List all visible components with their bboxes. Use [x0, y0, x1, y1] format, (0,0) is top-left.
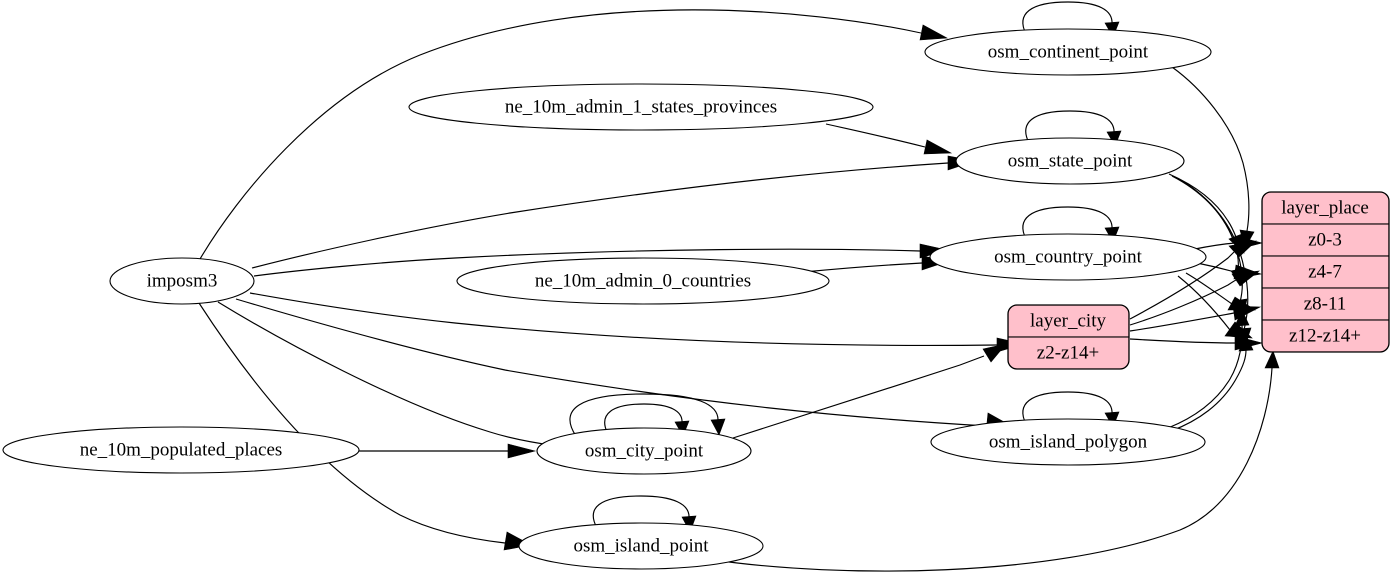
layer_city-row-z2-z14-cell[interactable]: [1008, 336, 1129, 369]
node-osm_island_polygon-label: osm_island_polygon: [989, 431, 1148, 452]
node-ne_10m_admin_0_countries-label: ne_10m_admin_0_countries: [535, 270, 751, 291]
edge-ne_10m_populated_places-to-osm_city_point: [359, 443, 537, 459]
layer_place-header-label: layer_place: [1281, 197, 1369, 218]
edge-layer: [198, 1, 1280, 572]
layer_place-header-cell[interactable]: [1262, 192, 1389, 225]
node-osm_island_polygon-shape[interactable]: [930, 418, 1206, 466]
layer_place-row-z12-z14-label: z12-z14+: [1289, 325, 1361, 346]
node-ne_10m_admin_0_countries[interactable]: ne_10m_admin_0_countries: [456, 257, 830, 305]
layer_city-outline: [1007, 304, 1130, 370]
edge-imposm3-to-osm_island_polygon: [235, 298, 1014, 434]
node-osm_island_point-label: osm_island_point: [573, 535, 709, 556]
node-osm_city_point-label: osm_city_point: [585, 440, 704, 461]
layer_city-header-label: layer_city: [1030, 310, 1106, 331]
node-ne_10m_populated_places-shape[interactable]: [2, 426, 360, 474]
node-layer: imposm3 ne_10m_admin_1_states_provinces …: [2, 28, 1390, 570]
node-ne_10m_populated_places[interactable]: ne_10m_populated_places: [2, 426, 360, 474]
edge-osm_state_point-to-layer_place-z0-3: [1168, 173, 1245, 254]
node-imposm3-label: imposm3: [147, 270, 218, 291]
node-osm_country_point-shape[interactable]: [929, 233, 1207, 281]
node-osm_city_point-shape[interactable]: [536, 427, 752, 475]
layer_place-row-z4-7-cell[interactable]: [1262, 255, 1389, 289]
edge-osm_continent_point-to-layer_place-z0-3: [1171, 66, 1255, 249]
edge-osm_island_polygon-to-layer_place-z8-11: [1167, 309, 1250, 429]
edge-layer_city-to-layer_place-z4-7: [1129, 270, 1261, 326]
layer_place-outline: [1261, 191, 1390, 353]
node-layer_place[interactable]: layer_place z0-3 z4-7 z8-11 z12-z14+: [1261, 191, 1390, 353]
node-ne_10m_admin_1_states_provinces-shape[interactable]: [408, 83, 874, 131]
node-osm_state_point[interactable]: osm_state_point: [955, 137, 1185, 185]
edge-ne_10m_admin_0_countries-to-osm_country_point: [803, 255, 950, 273]
node-ne_10m_admin_1_states_provinces-label: ne_10m_admin_1_states_provinces: [505, 96, 777, 117]
edge-ne_10m_admin_1_states_provinces-to-osm_state_point: [825, 123, 953, 155]
edge-osm_city_point-to-layer_city: [732, 343, 1007, 439]
layer_place-row-z0-3-label: z0-3: [1308, 229, 1342, 250]
node-osm_state_point-shape[interactable]: [955, 137, 1185, 185]
node-osm_island_point-shape[interactable]: [518, 522, 764, 570]
layer_place-row-z4-7-label: z4-7: [1308, 261, 1342, 282]
edge-imposm3-to-osm_continent_point: [199, 9, 949, 260]
node-ne_10m_admin_0_countries-shape[interactable]: [456, 257, 830, 305]
node-osm_city_point[interactable]: osm_city_point: [536, 427, 752, 475]
node-osm_continent_point-label: osm_continent_point: [988, 41, 1149, 62]
layer_place-row-z12-z14-cell[interactable]: [1262, 319, 1389, 352]
node-ne_10m_admin_1_states_provinces[interactable]: ne_10m_admin_1_states_provinces: [408, 83, 874, 131]
node-osm_country_point[interactable]: osm_country_point: [929, 233, 1207, 281]
edge-self-loop-osm_city_point-outer: [569, 393, 726, 437]
node-imposm3-shape[interactable]: [109, 257, 255, 305]
layer_place-row-z8-11-label: z8-11: [1304, 293, 1347, 314]
node-osm_continent_point-shape[interactable]: [924, 28, 1212, 76]
node-osm_state_point-label: osm_state_point: [1008, 150, 1133, 171]
edge-osm_island_point-to-layer_place-z12-z14: [713, 350, 1280, 572]
node-layer_city[interactable]: layer_city z2-z14+: [1007, 304, 1130, 370]
edge-osm_island_polygon-to-layer_place-z12-z14: [1170, 334, 1254, 432]
node-osm_continent_point[interactable]: osm_continent_point: [924, 28, 1212, 76]
node-osm_island_polygon[interactable]: osm_island_polygon: [930, 418, 1206, 466]
node-osm_country_point-label: osm_country_point: [994, 246, 1142, 267]
node-ne_10m_populated_places-label: ne_10m_populated_places: [80, 439, 283, 460]
edge-imposm3-to-osm_island_point: [198, 302, 532, 551]
layer_city-row-z2-z14-label: z2-z14+: [1037, 342, 1099, 363]
edge-layer_city-to-layer_place-z0-3: [1129, 240, 1257, 320]
node-imposm3[interactable]: imposm3: [109, 257, 255, 305]
node-osm_island_point[interactable]: osm_island_point: [518, 522, 764, 570]
